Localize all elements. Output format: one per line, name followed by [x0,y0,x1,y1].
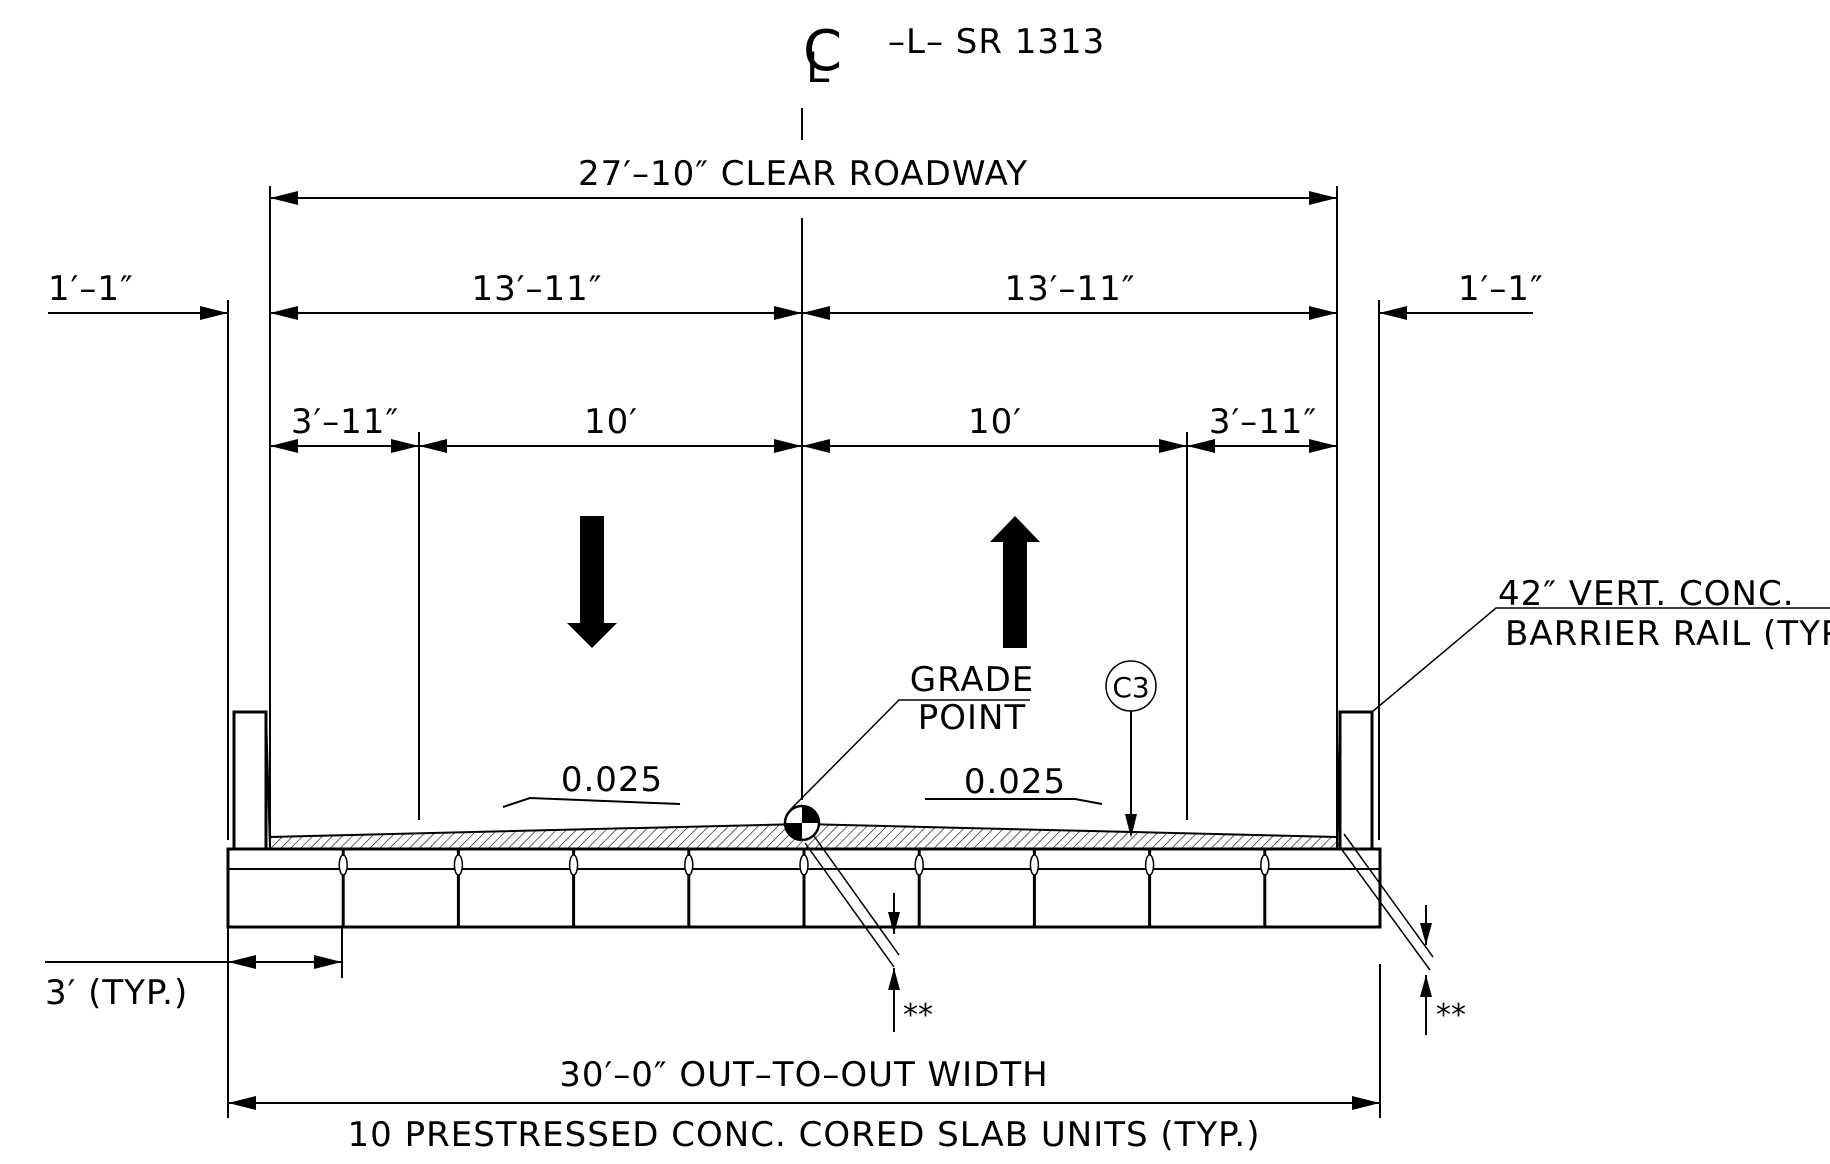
shear-key [799,854,809,876]
barrier-rail-left [232,710,268,851]
shear-key [1144,854,1155,876]
slope-left-label: 0.025 [561,760,663,800]
dimension-lanes: 3′–11″ 10′ 10′ 3′–11″ [270,402,1337,453]
note-right: ** [1436,998,1466,1033]
shear-key [1029,854,1040,876]
grade-point: GRADE POINT [783,660,1035,842]
dimension-slab-unit: 3′ (TYP.) [45,955,342,1013]
dimension-out-to-out: 30′–0″ OUT–TO–OUT WIDTH 10 PRESTRESSED C… [228,1055,1380,1155]
dimension-half-widths: 13′–11″ 13′–11″ [270,269,1337,320]
centerline-label: –L– SR 1313 [888,22,1105,62]
slab-units [226,847,1382,929]
barrier-left-label: 1′–1″ [48,269,134,309]
shoulder-left-label: 3′–11″ [291,402,399,442]
dimension-barriers: 1′–1″ 1′–1″ [48,269,1544,320]
slab-unit-width-label: 3′ (TYP.) [45,973,188,1013]
barrier-right-label: 1′–1″ [1458,269,1544,309]
callout-c3-label: C3 [1112,671,1149,704]
grade-point-label-1: GRADE [910,660,1035,700]
centerline-symbol: C [803,19,842,84]
note-markers: ** ** [804,833,1466,1035]
barrier-rail-note: 42″ VERT. CONC. BARRIER RAIL (TYP.) [1371,574,1830,713]
shear-key [1260,854,1270,876]
barrier-rail-label-2: BARRIER RAIL (TYP.) [1505,614,1830,654]
slope-right-label: 0.025 [964,762,1066,802]
shear-key [568,854,579,876]
slab-units-label: 10 PRESTRESSED CONC. CORED SLAB UNITS (T… [348,1115,1261,1155]
shear-key [453,854,464,876]
shear-key [684,854,694,876]
shear-key [338,854,348,876]
shoulder-right-label: 3′–11″ [1209,402,1317,442]
barrier-rail-label-1: 42″ VERT. CONC. [1498,574,1795,614]
centerline-subscript: L [806,43,830,92]
up-arrow-icon [990,516,1040,648]
callout-c3: C3 [1105,660,1157,838]
half-width-left-label: 13′–11″ [472,269,603,309]
out-to-out-label: 30′–0″ OUT–TO–OUT WIDTH [559,1055,1048,1095]
dimension-clear-roadway: 27′–10″ CLEAR ROADWAY [270,154,1337,205]
down-arrow-icon [567,516,617,648]
slope-labels: 0.025 0.025 [502,760,1103,808]
shear-key [914,854,924,876]
lane-left-label: 10′ [584,402,638,442]
half-width-right-label: 13′–11″ [1005,269,1136,309]
extension-lines [227,186,1381,1118]
traffic-arrows [567,516,1040,648]
note-left: ** [903,998,933,1033]
clear-roadway-label: 27′–10″ CLEAR ROADWAY [578,154,1028,194]
centerline: C L –L– SR 1313 [801,19,1105,800]
lane-right-label: 10′ [968,402,1022,442]
barrier-rail-right [1338,710,1374,851]
grade-point-label-2: POINT [918,698,1027,738]
